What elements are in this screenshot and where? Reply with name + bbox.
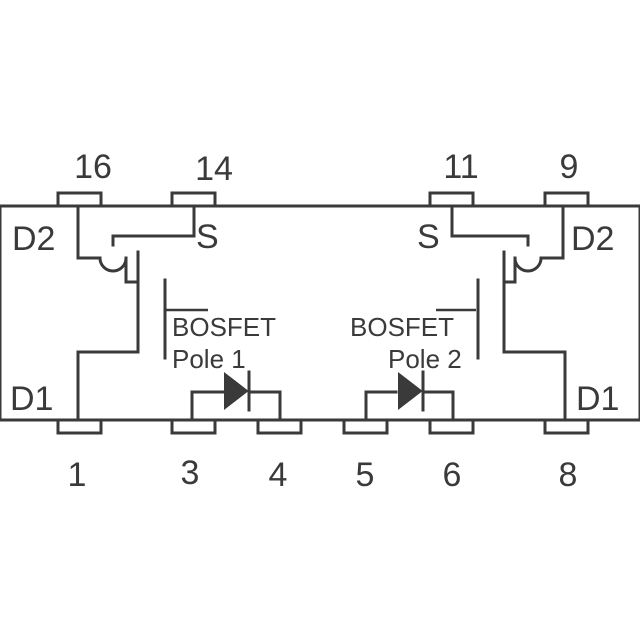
pin-11-pad — [428, 191, 475, 208]
pin-number-6: 6 — [443, 456, 462, 494]
pole-2-subtitle: Pole 2 — [388, 344, 462, 374]
pin-number-1: 1 — [68, 456, 87, 494]
pin-5-pad — [342, 418, 389, 435]
pin-9-pad — [543, 191, 590, 208]
pin-number-5: 5 — [356, 456, 375, 494]
label-left-s: S — [196, 218, 219, 256]
pin-8-pad — [543, 418, 590, 435]
label-left-d2: D2 — [12, 220, 55, 258]
pin-number-16: 16 — [74, 148, 112, 186]
pin-number-3: 3 — [181, 454, 200, 492]
package-body — [0, 204, 640, 422]
pin-number-8: 8 — [559, 456, 578, 494]
pole-2-circuit — [364, 204, 567, 422]
label-left-d1: D1 — [10, 380, 53, 418]
pole-1-title: BOSFET — [172, 312, 276, 342]
pin-number-4: 4 — [269, 456, 288, 494]
led-1-triangle — [224, 371, 249, 411]
pin-14-pad — [170, 191, 217, 208]
pin-3-pad — [170, 418, 217, 435]
label-right-s: S — [417, 218, 440, 256]
pin-16-pad — [56, 191, 103, 208]
led-2-triangle — [398, 371, 423, 411]
pin-number-9: 9 — [560, 148, 579, 186]
label-right-d2: D2 — [571, 220, 614, 258]
label-right-d1: D1 — [576, 380, 619, 418]
pole-2-title: BOSFET — [350, 312, 454, 342]
pin-number-14: 14 — [195, 150, 233, 188]
pin-number-11: 11 — [443, 148, 478, 186]
pin-1-pad — [56, 418, 103, 435]
pole-1-subtitle: Pole 1 — [172, 344, 246, 374]
pin-4-pad — [256, 418, 303, 435]
pin-6-pad — [428, 418, 475, 435]
pole-1-circuit — [76, 204, 282, 422]
